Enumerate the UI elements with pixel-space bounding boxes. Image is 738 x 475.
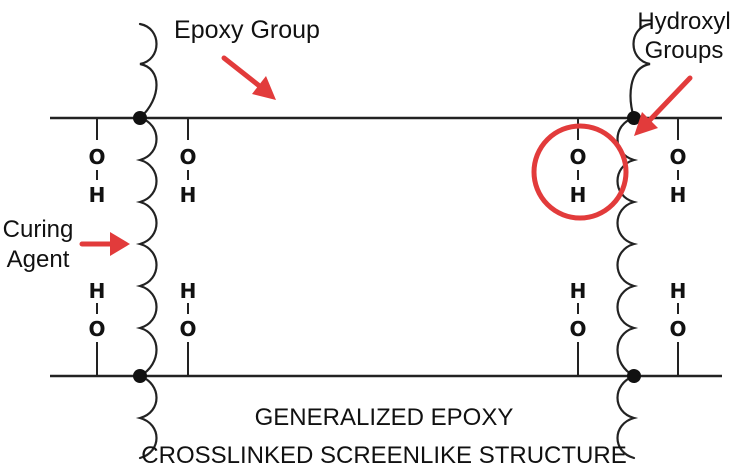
left-curing-chain <box>135 22 158 460</box>
epoxy-group-label: Epoxy Group <box>174 16 320 44</box>
hydroxyl-group-top-2: O H <box>179 118 197 207</box>
hydrogen-atom: H <box>89 183 106 207</box>
oxygen-atom: O <box>569 317 586 341</box>
hydrogen-atom: H <box>670 183 687 207</box>
curing-agent-arrow <box>79 232 130 256</box>
oxygen-atom: O <box>669 145 686 169</box>
diagram-title-line1: GENERALIZED EPOXY <box>255 404 514 431</box>
hydrogen-atom: H <box>570 183 587 207</box>
oxygen-atom: O <box>179 145 196 169</box>
junction-dot-bottom-right <box>627 369 641 383</box>
hydrogen-atom: H <box>570 279 587 303</box>
curing-agent-label-line1: Curing <box>3 216 74 243</box>
hydroxyl-label-line1: Hydroxyl <box>637 8 730 35</box>
hydroxyl-group-bottom-2: H O <box>179 279 197 376</box>
hydroxyl-highlight-circle <box>531 123 629 221</box>
junction-dot-top-right <box>627 111 641 125</box>
hydrogen-atom: H <box>670 279 687 303</box>
epoxy-group-arrow <box>221 55 276 100</box>
curing-agent-label-line2: Agent <box>7 246 70 273</box>
oxygen-atom: O <box>669 317 686 341</box>
diagram-title-line2: CROSSLINKED SCREENLIKE STRUCTURE <box>141 442 626 469</box>
hydrogen-atom: H <box>180 183 197 207</box>
junction-dot-bottom-left <box>133 369 147 383</box>
hydroxyl-group-top-4: O H <box>669 118 687 207</box>
oxygen-atom: O <box>88 317 105 341</box>
hydroxyl-groups-arrow <box>634 75 693 136</box>
hydroxyl-group-top-3: O H <box>569 118 587 207</box>
hydroxyl-label-line2: Groups <box>645 37 724 64</box>
oxygen-atom: O <box>88 145 105 169</box>
hydroxyl-group-top-1: O H <box>88 118 106 207</box>
oxygen-atom: O <box>179 317 196 341</box>
hydroxyl-group-bottom-1: H O <box>88 279 106 376</box>
hydrogen-atom: H <box>89 279 106 303</box>
right-curing-chain <box>616 22 652 460</box>
hydroxyl-group-bottom-4: H O <box>669 279 687 376</box>
junction-dot-top-left <box>133 111 147 125</box>
oxygen-atom: O <box>569 145 586 169</box>
hydrogen-atom: H <box>180 279 197 303</box>
hydroxyl-group-bottom-3: H O <box>569 279 587 376</box>
